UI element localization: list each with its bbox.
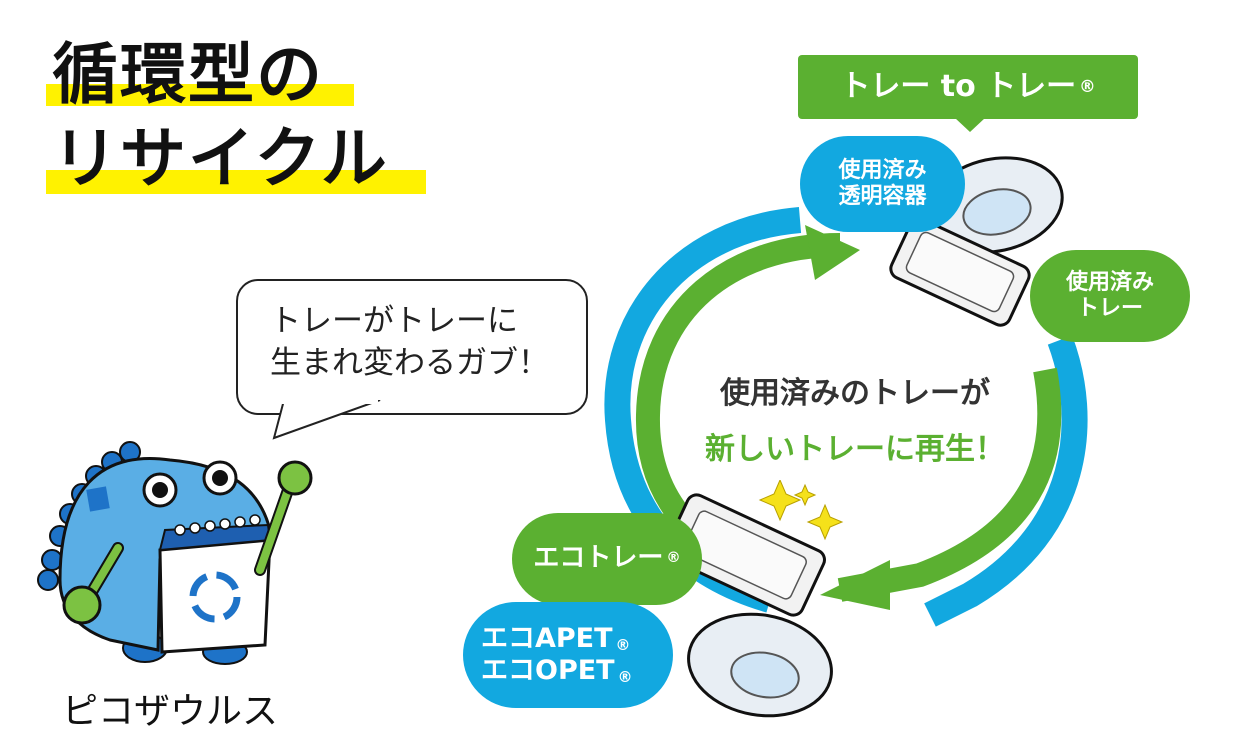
used-containers-line-1: 使用済み — [838, 157, 927, 183]
speech-bubble — [236, 279, 588, 415]
registered-mark: ® — [666, 550, 681, 567]
recycle-icon — [189, 571, 241, 623]
used-trays-line-1: 使用済み — [1065, 269, 1154, 295]
title-line-2: リサイクル — [52, 120, 389, 197]
mascot-picosaurus — [37, 441, 313, 665]
tray-to-tray-label: トレー to トレー® — [798, 55, 1138, 119]
mascot-name: ピコザウルス — [62, 691, 279, 732]
speech-bubble-tail — [272, 400, 381, 440]
center-text-line-1: 使用済みのトレーが — [720, 376, 990, 411]
registered-mark: ® — [1079, 77, 1096, 97]
center-text-line-2: 新しいトレーに再生！ — [705, 432, 1005, 467]
used-trays-label: 使用済み トレー — [1030, 250, 1190, 342]
eco-pet-label: エコAPET® エコOPET® — [463, 602, 673, 708]
eco-tray-label: エコトレー® — [512, 513, 702, 605]
used-containers-line-2: 透明容器 — [838, 184, 927, 209]
title-highlight-1 — [46, 84, 354, 106]
speech-line-2: 生まれ変わるガブ！ — [270, 345, 549, 381]
speech-text: トレーがトレーに 生まれ変わるガブ！ — [270, 300, 549, 384]
eco-apet-text: エコAPET — [481, 622, 613, 654]
eco-tray-text: エコトレー — [533, 543, 664, 574]
eco-opet-text: エコOPET — [481, 655, 615, 686]
speech-line-1: トレーがトレーに — [270, 303, 518, 339]
new-tray-and-bowl-illustration — [664, 480, 844, 718]
registered-mark: ® — [615, 635, 631, 654]
tray-to-tray-pointer — [955, 118, 985, 132]
title-line-1: 循環型の — [52, 36, 324, 113]
registered-mark: ® — [617, 667, 633, 686]
used-containers-label: 使用済み 透明容器 — [800, 136, 965, 232]
tray-to-tray-text: トレー to トレー — [840, 69, 1077, 104]
sparkle-icon — [758, 480, 844, 541]
title-highlight-2 — [46, 170, 426, 194]
used-trays-line-2: トレー — [1076, 296, 1143, 321]
